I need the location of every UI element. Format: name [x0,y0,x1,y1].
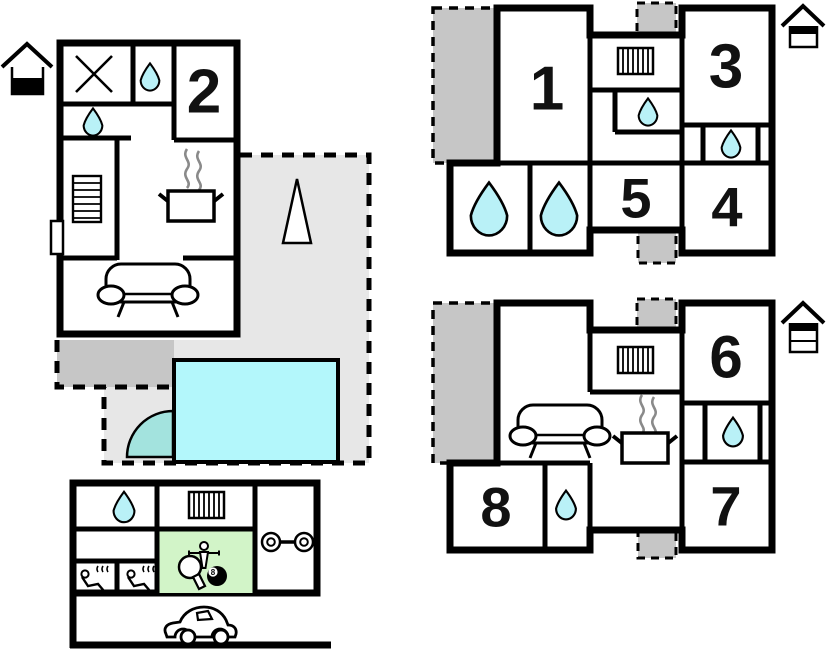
room-number: 5 [620,167,651,230]
shower-icon [75,55,113,93]
car-icon [163,605,238,646]
house-level-icon [780,3,826,49]
entrance-door-icon [49,219,65,256]
hot-tub [125,409,175,459]
foosball-icon [188,541,220,569]
upper-floor-plan: 1 3 5 4 [431,1,826,265]
first-floor-plan: 6 7 8 [431,297,826,560]
dumbbell-icon [260,531,315,553]
room-number: 8 [480,476,511,539]
radiator-icon [187,490,226,520]
billiard-ball-icon: 8 [207,566,227,586]
tree-icon [281,178,313,245]
room-number: 4 [711,176,742,239]
radiator-icon [616,345,655,375]
ground-floor-plan: 2 [0,39,372,466]
table-tennis-icon [177,554,207,591]
garage-walls [69,593,331,649]
room-number: 1 [530,55,564,124]
house-level-icon [0,41,54,96]
swimming-pool [172,358,340,464]
chimney [635,297,678,331]
chimney [636,527,678,560]
basement-walls [69,483,331,649]
balcony [431,6,499,165]
chimney [635,1,678,36]
radiator-icon [616,46,655,76]
room-number: 6 [709,324,742,391]
house-level-icon [780,300,826,354]
basement-plan: 8 [69,479,331,649]
room-number: 7 [710,475,741,538]
room-number: 2 [187,58,221,127]
covered-terrace [57,340,174,387]
balcony [431,301,499,465]
first-floor-walls [446,299,776,554]
upper-floor-walls [446,4,776,257]
stairs-icon [71,174,103,224]
chimney [636,230,678,265]
billiard-ball-number: 8 [211,568,216,577]
room-number: 3 [709,33,743,102]
